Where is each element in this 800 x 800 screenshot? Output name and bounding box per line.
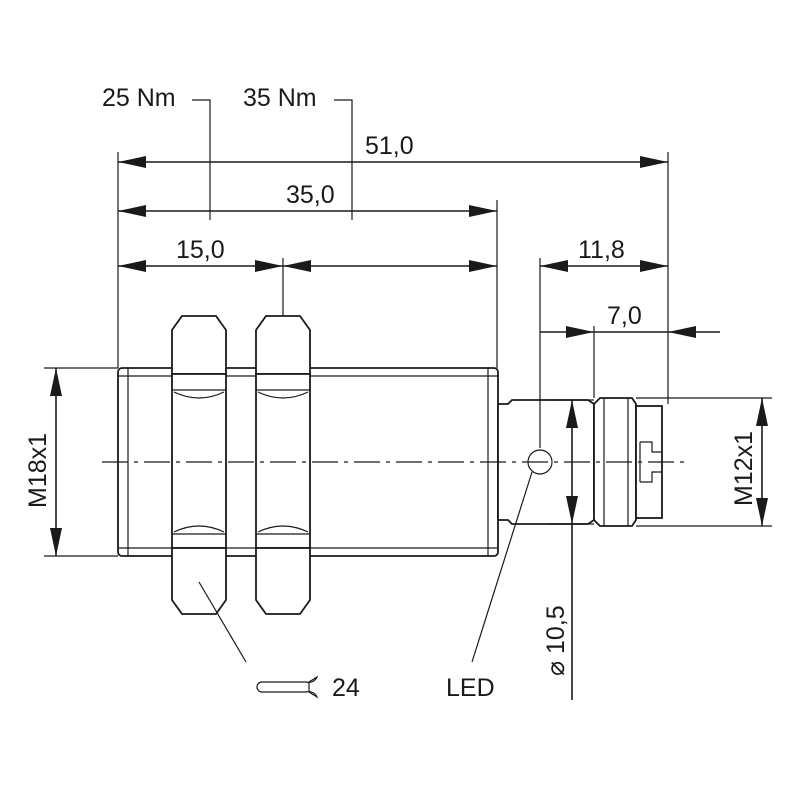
dimension-nut-label: 15,0 — [176, 236, 225, 264]
dimension-connector-thread — [540, 326, 720, 338]
led-leader — [471, 471, 533, 663]
dimension-m18 — [50, 368, 62, 556]
dimension-nut — [118, 260, 497, 272]
nut-1 — [171, 315, 227, 615]
extension-lines — [44, 152, 772, 557]
dimension-total — [118, 156, 668, 168]
wrench-leader — [198, 581, 247, 663]
thread-main-label: M18x1 — [24, 433, 52, 508]
dimension-thread-label: 35,0 — [286, 181, 335, 209]
wrench-size-label: 24 — [332, 674, 360, 702]
torque-leaders — [192, 99, 353, 220]
led-label: LED — [446, 674, 495, 702]
dimension-connector-thread-label: 7,0 — [607, 302, 642, 330]
diameter-label: ⌀ 10,5 — [542, 605, 570, 676]
thread-connector-label: M12x1 — [730, 431, 758, 506]
dimension-m12 — [756, 398, 768, 526]
dimension-thread — [118, 205, 497, 217]
dimension-diameter — [566, 400, 578, 700]
dimension-total-label: 51,0 — [365, 132, 414, 160]
torque-label-2: 35 Nm — [243, 84, 317, 112]
dimension-connector — [540, 260, 668, 272]
dimension-connector-label: 11,8 — [578, 236, 625, 264]
torque-label-1: 25 Nm — [102, 84, 176, 112]
nut-2 — [255, 315, 311, 615]
wrench-icon — [256, 675, 319, 699]
